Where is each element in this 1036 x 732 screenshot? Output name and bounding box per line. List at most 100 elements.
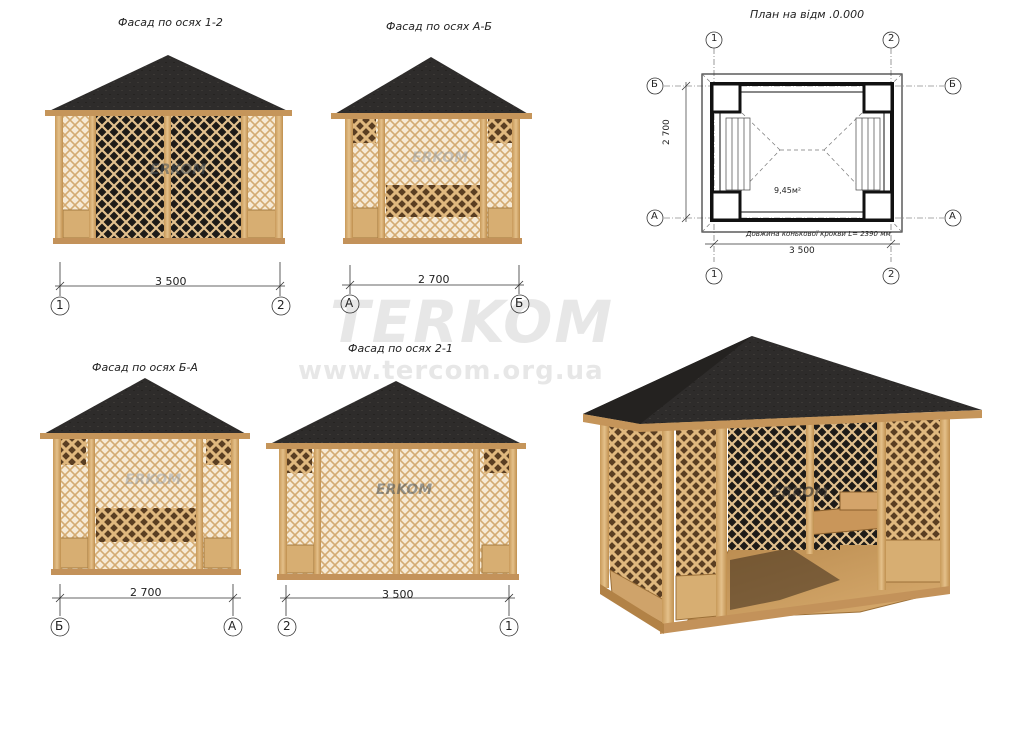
post [393, 449, 400, 579]
post-3d [877, 414, 886, 590]
lattice-panel [352, 119, 376, 143]
post-3d [600, 418, 609, 588]
roof-3d-side [583, 336, 752, 424]
lower-panel [487, 207, 515, 239]
corner-post [710, 82, 742, 114]
front-right-lattice [885, 418, 942, 540]
corner-post [862, 82, 894, 114]
post [480, 119, 487, 243]
plan-area: 9,45м² [774, 186, 802, 195]
roof [47, 55, 290, 112]
post [378, 119, 385, 243]
lower-panel [62, 209, 94, 239]
post-3d [716, 414, 727, 622]
axis-label: 2 [277, 298, 285, 312]
watermark-small: ERKOM [376, 482, 433, 498]
post [53, 439, 61, 573]
axis-label: 2 [888, 33, 895, 44]
corner-post [862, 190, 894, 222]
eave-3d [583, 410, 982, 432]
post [473, 449, 480, 579]
dim-plan-height: 2 700 [662, 119, 672, 145]
lower-panel [203, 537, 233, 569]
gazebo-3d-render [583, 336, 982, 634]
eave-board [266, 443, 526, 449]
plan-drawing [646, 31, 962, 285]
plan-ridge-note: Довжина конькової крокви L= 2390 мм [746, 230, 891, 238]
post [241, 116, 248, 242]
front-left-lattice [676, 416, 718, 578]
post [314, 449, 321, 579]
bench-lattice [96, 508, 196, 542]
post [89, 116, 96, 242]
post-3d [940, 416, 950, 590]
watermark-small: ERKOM [772, 485, 829, 501]
post [55, 116, 63, 242]
lower-panel [59, 537, 89, 569]
eave-board [45, 110, 292, 116]
axis-label: А [228, 619, 237, 633]
bench-left [725, 117, 751, 191]
watermark-small: ERKOM [150, 162, 207, 178]
base-beam-3d [660, 586, 950, 634]
axis-label: 1 [711, 269, 718, 280]
roof [42, 378, 248, 435]
floor-shadow [730, 548, 840, 610]
axis-label: 2 [888, 269, 895, 280]
bench-right [855, 117, 881, 191]
dim-facade-a-b: 2 700 [418, 273, 450, 286]
eave-board [40, 433, 250, 439]
side-lattice-left [605, 420, 664, 608]
lower-panel [481, 544, 511, 574]
post-3d [806, 414, 814, 554]
watermark-small: ERKOM [125, 472, 182, 488]
axis-label: Б [515, 296, 524, 310]
base-beam-3d [600, 584, 664, 634]
lower-panel [245, 209, 277, 239]
dim-facade-2-1: 3 500 [382, 588, 414, 601]
axis-label: Б [55, 619, 64, 633]
post [275, 116, 283, 242]
facade-b-a [40, 378, 250, 575]
title-facade-a-b: Фасад по осях А-Б [386, 20, 492, 33]
roof [333, 57, 530, 115]
bench-lattice [386, 185, 480, 217]
watermark-brand: TERKOM [330, 288, 615, 356]
roof [268, 381, 524, 445]
base-beam [51, 569, 241, 575]
axis-label: А [345, 296, 354, 310]
lattice-panel [60, 439, 86, 465]
facade-1-2 [45, 55, 292, 244]
post [88, 439, 95, 573]
post [512, 119, 520, 243]
lower-panel-3d [884, 539, 943, 583]
post [196, 439, 203, 573]
dimension-facade-1-2 [50, 262, 291, 316]
axis-label: 1 [505, 619, 513, 633]
watermark-url: www.tercom.org.ua [298, 356, 604, 386]
axis-label: 1 [711, 33, 718, 44]
post [231, 439, 239, 573]
title-facade-2-1: Фасад по осях 2-1 [348, 342, 453, 355]
corner-post [710, 190, 742, 222]
lattice-panel [246, 116, 276, 212]
eave-board [331, 113, 532, 119]
lattice-panel [63, 116, 93, 212]
wall-frame [710, 82, 894, 222]
dim-facade-1-2: 3 500 [155, 275, 187, 288]
axis-label: Б [949, 79, 956, 90]
axis-label: А [651, 211, 658, 222]
axis-label: 1 [56, 298, 64, 312]
dim-plan-width: 3 500 [789, 246, 815, 256]
base-beam [343, 238, 522, 244]
lattice-panel [484, 449, 510, 473]
post [345, 119, 353, 243]
roof-outline [701, 73, 903, 233]
lower-panel [285, 544, 315, 574]
lattice-panel [488, 119, 512, 143]
dim-facade-b-a: 2 700 [130, 586, 162, 599]
axis-label: А [949, 211, 956, 222]
lower-panel [351, 207, 379, 239]
lattice-panel [206, 439, 232, 465]
